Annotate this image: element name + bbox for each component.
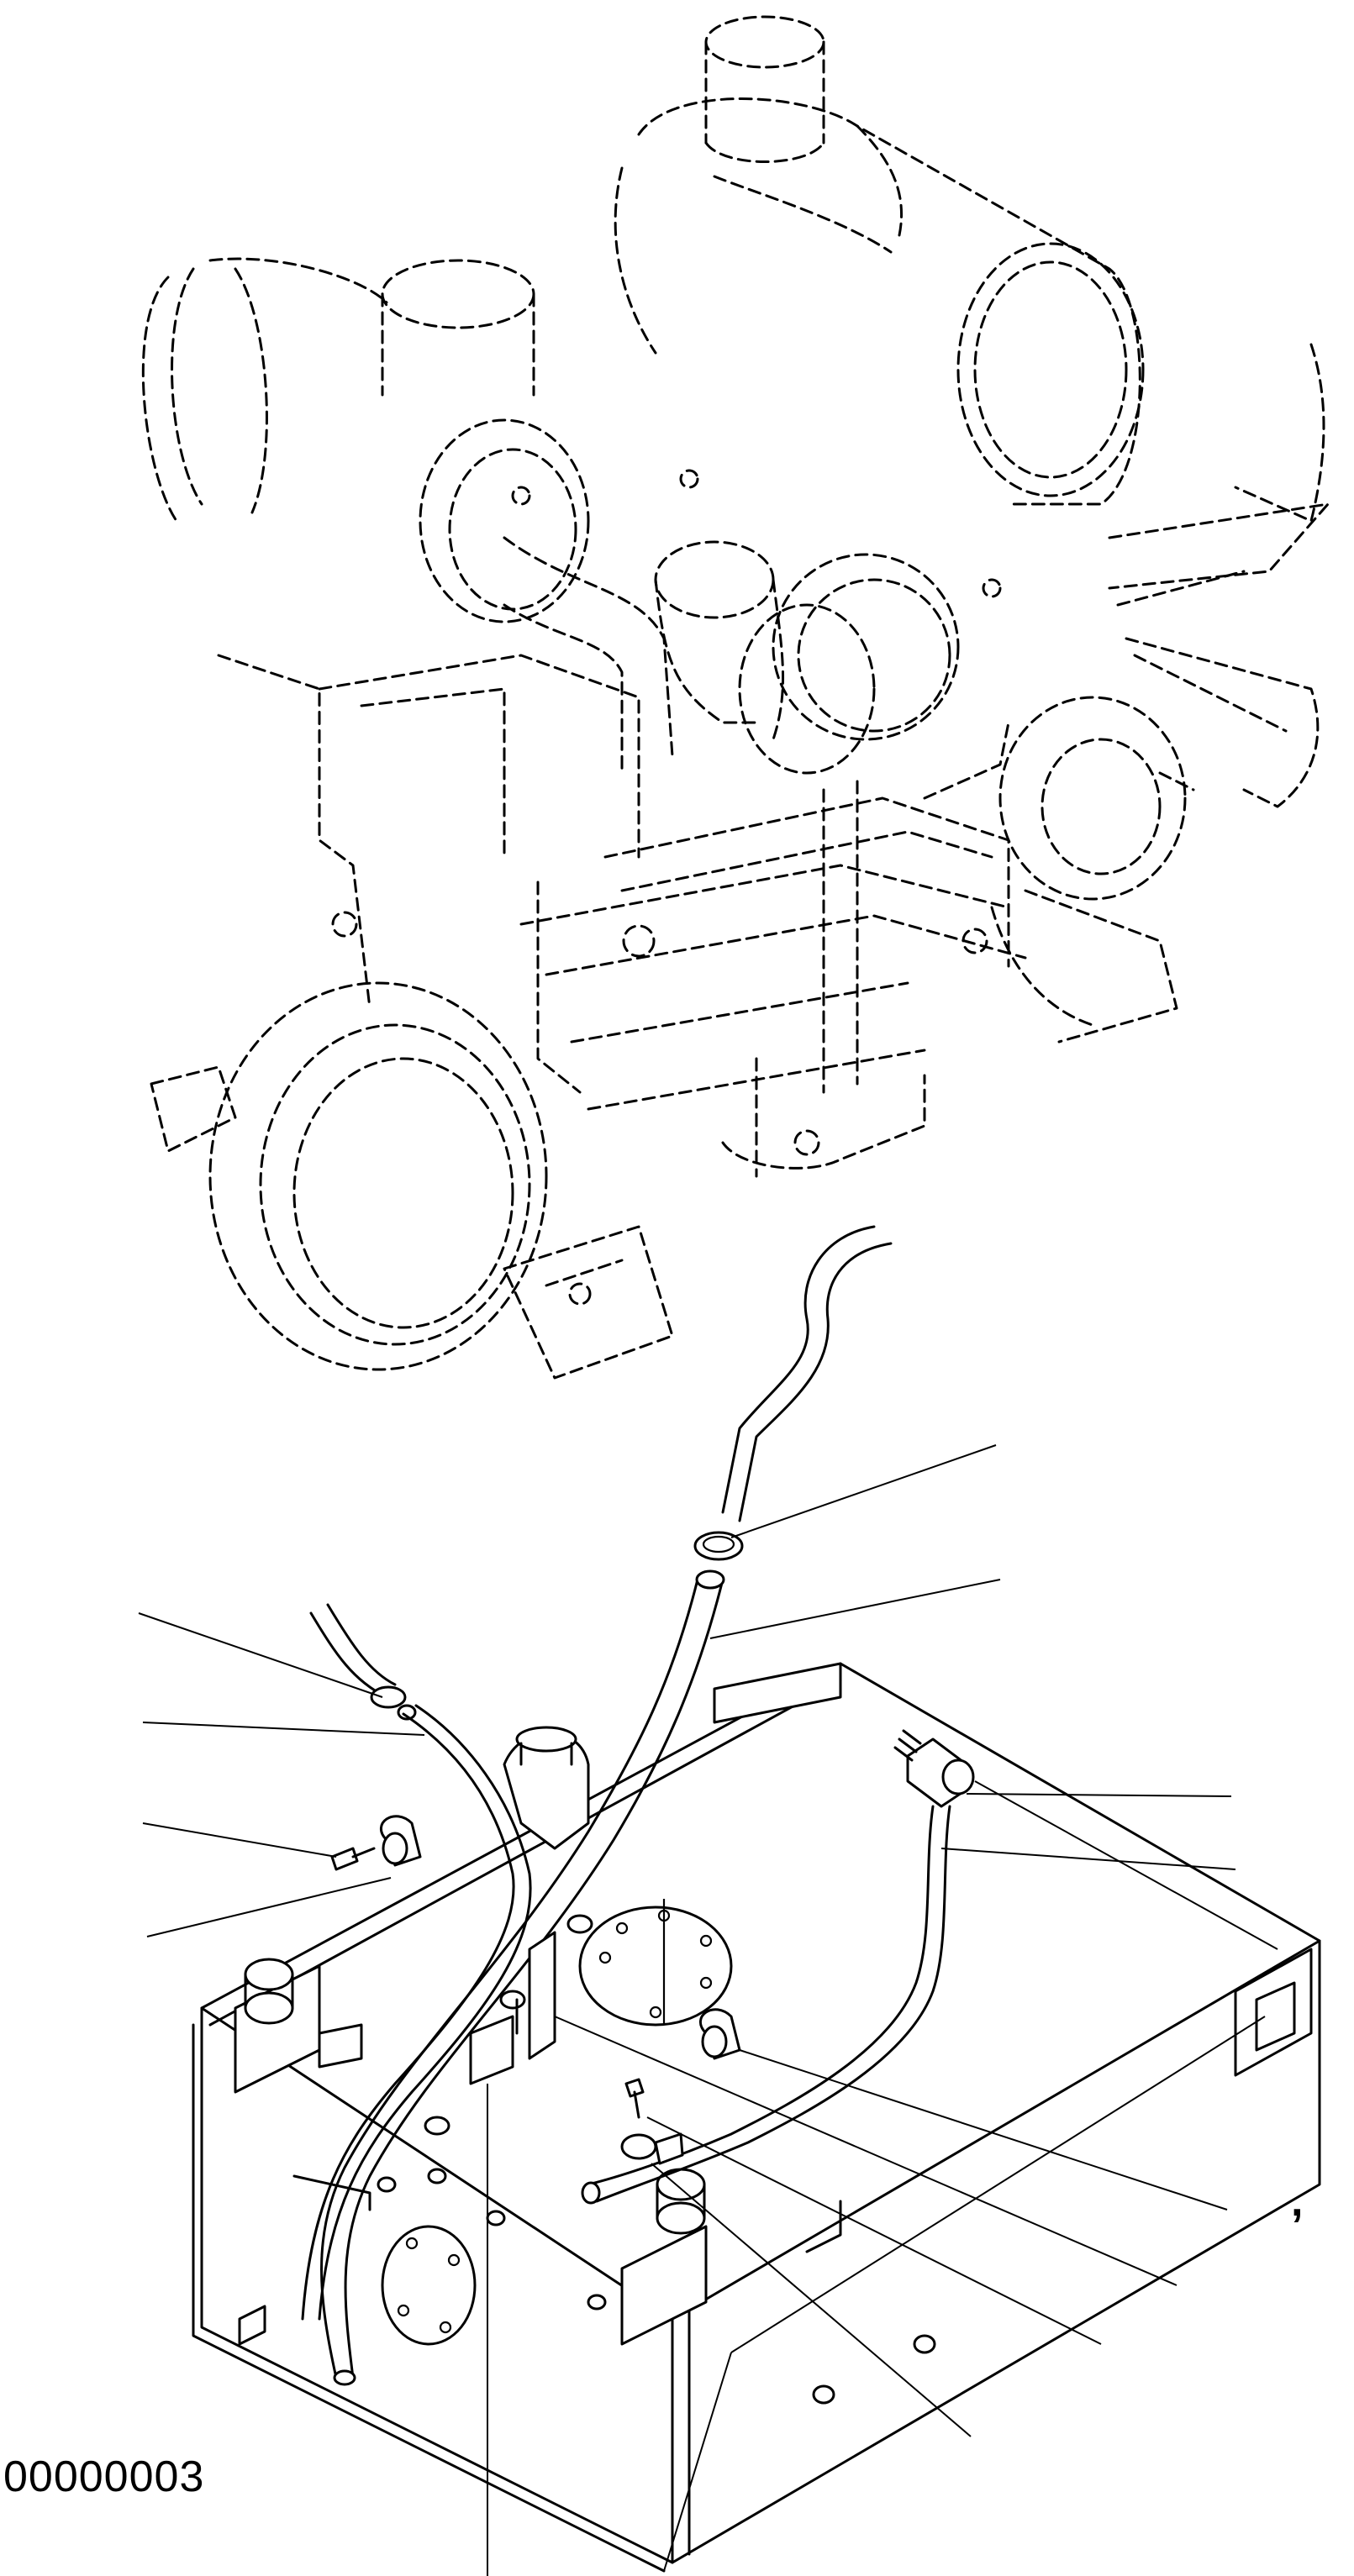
hydraulic-tank	[192, 1662, 1321, 2573]
leader-lines	[138, 1444, 1278, 2576]
figure-id-label: 00000003	[3, 2452, 205, 2501]
clip-center	[699, 2008, 741, 2060]
hose-clamp-left	[370, 1685, 407, 1709]
engine-phantom	[141, 15, 1330, 1380]
clamp-lower	[620, 2132, 684, 2165]
breather-hose-upper-assembly	[320, 1225, 893, 2386]
bolt-center	[624, 2078, 645, 2119]
bracket-center	[499, 1931, 556, 2060]
stray-mark: ,	[1291, 2177, 1304, 2226]
left-hose-assembly	[292, 1603, 532, 2321]
clip-left	[380, 1815, 422, 1867]
right-hose-assembly	[581, 1729, 975, 2205]
bolt-left	[330, 1847, 376, 1871]
